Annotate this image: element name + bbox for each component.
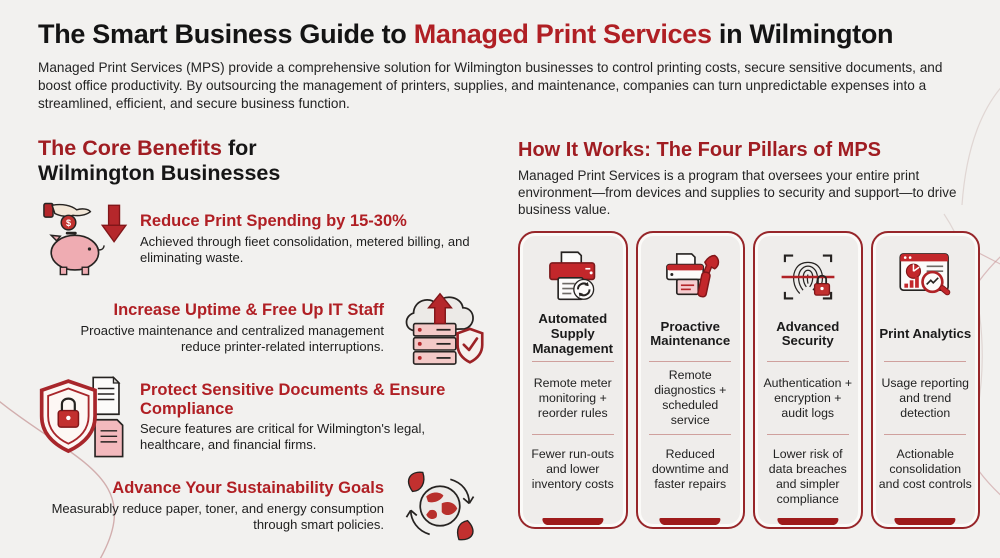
benefit-reduce-spending: $ Reduce Print Spending by 15-30% (38, 198, 486, 280)
page-title-prefix: The Smart Business Guide to (38, 19, 414, 49)
benefit-body: Achieved through fieet consolidation, me… (140, 233, 470, 265)
printer-wrench-icon (657, 247, 723, 307)
card-bottom-accent (894, 518, 956, 526)
benefit-title: Advance Your Sustainability Goals (112, 479, 384, 498)
pillar-card-feature: Remote meter monitoring + reorder rules (533, 375, 612, 420)
benefit-body: Proactive maintenance and centralized ma… (80, 322, 384, 354)
piggy-bank-savings-icon: $ (38, 198, 130, 280)
cloud-server-shield-icon (394, 287, 486, 369)
core-benefits-section: The Core Benefits for Wilmington Busines… (38, 136, 486, 547)
card-divider (649, 361, 732, 363)
pillar-card-outcome: Lower risk of data breaches and simpler … (768, 447, 847, 507)
benefit-title: Protect Sensitive Documents & Ensure Com… (140, 381, 446, 418)
pillar-card-feature: Authentication + encryption + audit logs (763, 375, 853, 420)
card-divider (649, 434, 732, 436)
pillar-card-feature: Remote diagnostics + scheduled service (654, 368, 727, 428)
pillar-card-advanced-security: Advanced Security Authentication + encry… (753, 231, 863, 530)
analytics-magnifier-icon (892, 247, 958, 307)
card-bottom-accent (659, 518, 721, 526)
page-title: The Smart Business Guide to Managed Prin… (38, 19, 973, 50)
shield-lock-documents-icon (38, 375, 130, 458)
benefit-title: Increase Uptime & Free Up IT Staff (113, 301, 385, 320)
pillar-cards: Automated Supply Management Remote meter… (518, 231, 980, 530)
pillar-card-outcome: Fewer run-outs and lower inventory costs (531, 447, 615, 492)
printer-supply-refresh-icon (540, 247, 606, 307)
page-title-highlight: Managed Print Services (413, 19, 712, 49)
card-bottom-accent (777, 518, 839, 526)
card-divider (766, 361, 849, 363)
card-bottom-accent (542, 518, 604, 526)
card-divider (884, 434, 967, 436)
card-divider (531, 434, 614, 436)
pillar-card-title: Proactive Maintenance (650, 318, 731, 349)
svg-text:$: $ (66, 218, 71, 228)
benefit-sustainability: Advance Your Sustainability Goals Measur… (38, 465, 486, 547)
fingerprint-scan-lock-icon (775, 247, 841, 307)
pillar-card-print-analytics: Print Analytics Usage reporting and tren… (870, 231, 980, 530)
benefit-increase-uptime: Increase Uptime & Free Up IT Staff Proac… (38, 287, 486, 369)
benefit-text: Reduce Print Spending by 15-30% Achieved… (140, 212, 486, 265)
four-pillars-section: How It Works: The Four Pillars of MPS Ma… (518, 139, 980, 530)
card-divider (884, 361, 967, 363)
pillar-card-feature: Usage reporting and trend detection (881, 375, 970, 420)
pillars-intro: Managed Print Services is a program that… (518, 168, 957, 218)
pillar-card-outcome: Actionable consolidation and cost contro… (878, 447, 972, 492)
pillar-card-title: Advanced Security (776, 318, 840, 349)
benefits-heading: The Core Benefits for Wilmington Busines… (38, 136, 486, 185)
pillar-card-supply-management: Automated Supply Management Remote meter… (518, 231, 628, 530)
pillar-card-title: Print Analytics (879, 326, 972, 342)
pillar-card-proactive-maintenance: Proactive Maintenance Remote diagnostics… (635, 231, 745, 530)
pillar-card-title: Automated Supply Management (532, 311, 614, 356)
benefit-text: Increase Uptime & Free Up IT Staff Proac… (38, 301, 384, 354)
card-divider (531, 361, 614, 363)
benefit-body: Measurably reduce paper, toner, and ener… (51, 500, 384, 532)
benefit-text: Advance Your Sustainability Goals Measur… (38, 479, 384, 532)
page-title-suffix: in Wilmington (711, 19, 894, 49)
pillar-card-outcome: Reduced downtime and faster repairs (651, 447, 729, 492)
pillars-heading: How It Works: The Four Pillars of MPS (518, 139, 881, 161)
header: The Smart Business Guide to Managed Prin… (38, 19, 973, 113)
card-divider (766, 434, 849, 436)
benefit-protect-documents: Protect Sensitive Documents & Ensure Com… (38, 375, 486, 458)
benefit-text: Protect Sensitive Documents & Ensure Com… (140, 381, 486, 453)
benefit-body: Secure features are critical for Wilming… (140, 421, 425, 452)
page-intro: Managed Print Services (MPS) provide a c… (38, 59, 943, 111)
benefit-title: Reduce Print Spending by 15-30% (140, 212, 407, 231)
benefits-list: $ Reduce Print Spending by 15-30% (38, 198, 486, 547)
globe-recycle-leaves-icon (394, 465, 486, 547)
benefits-heading-rest: for (221, 136, 257, 160)
benefits-heading-highlight: The Core Benefits (38, 136, 222, 160)
benefits-heading-line2: Wilmington Businesses (38, 160, 281, 185)
